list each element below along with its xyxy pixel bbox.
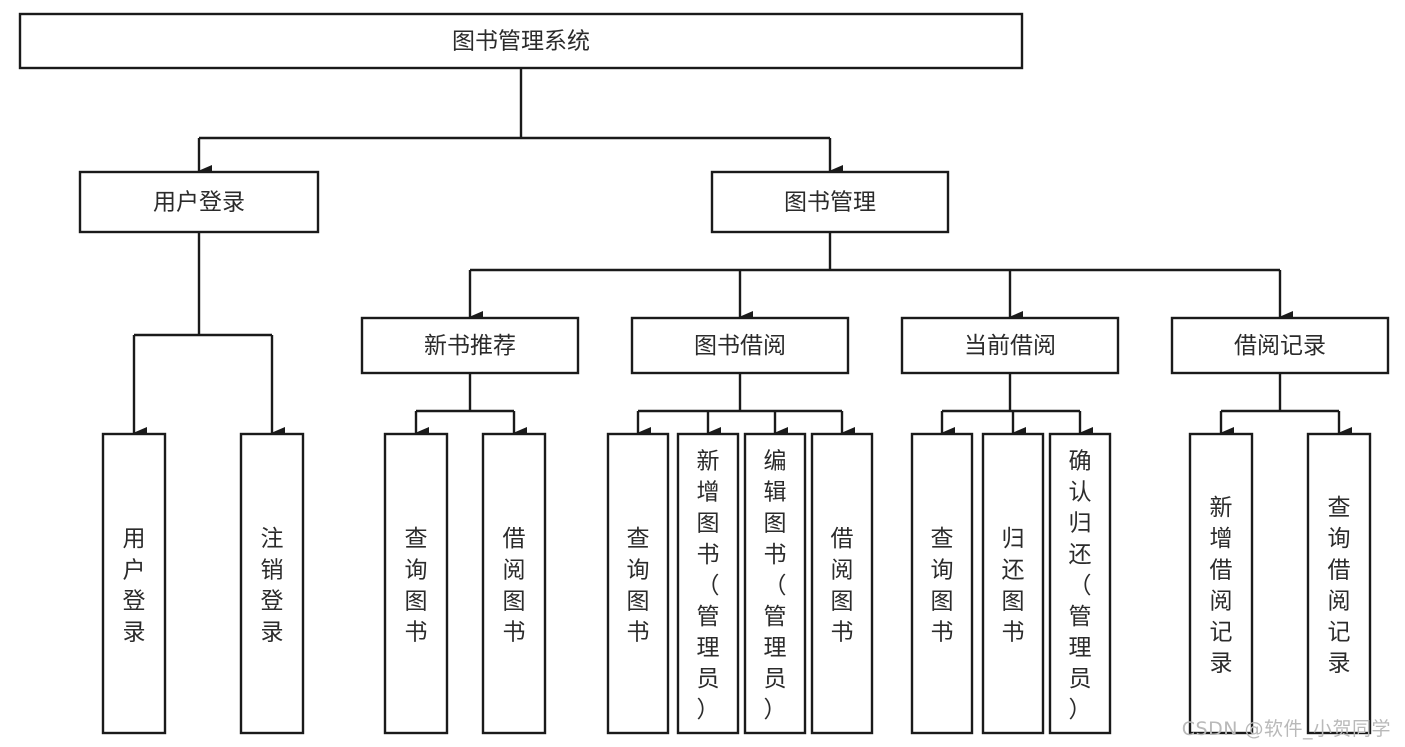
node-boxes: 图书管理系统用户登录图书管理新书推荐图书借阅当前借阅借阅记录用户登录注销登录查询… [18,12,1390,735]
node-box [18,12,1024,70]
node-box [383,432,449,735]
node-label: 查询借阅记录 [1328,495,1351,676]
node-box [981,432,1045,735]
node-leaf-7[interactable]: 借阅图书 [810,432,874,735]
node-label: 当前借阅 [964,333,1056,359]
node-leaf-4[interactable]: 查询图书 [606,432,670,735]
node-leaf-2[interactable]: 查询图书 [383,432,449,735]
node-label: 图书借阅 [694,333,786,359]
node-box [1188,432,1254,735]
node-level2-0[interactable]: 用户登录 [78,170,320,234]
node-box [710,170,950,234]
node-level3-2[interactable]: 当前借阅 [900,316,1120,375]
node-label: 用户登录 [123,526,146,645]
node-leaf-12[interactable]: 查询借阅记录 [1306,432,1372,735]
node-label: 借阅图书 [831,526,854,645]
node-level3-1[interactable]: 图书借阅 [630,316,850,375]
node-leaf-8[interactable]: 查询图书 [910,432,974,735]
node-label: 新书推荐 [424,333,516,359]
node-label: 借阅图书 [503,526,526,645]
node-leaf-11[interactable]: 新增借阅记录 [1188,432,1254,735]
node-label: 图书管理 [784,190,876,216]
node-root-system-title[interactable]: 图书管理系统 [18,12,1024,70]
node-label: 图书管理系统 [452,29,590,55]
node-box [78,170,320,234]
node-level3-0[interactable]: 新书推荐 [360,316,580,375]
node-box [900,316,1120,375]
node-leaf-3[interactable]: 借阅图书 [481,432,547,735]
node-box [360,316,580,375]
node-label: 查询图书 [627,526,650,645]
node-leaf-5[interactable]: 新增图书（管理员） [676,432,740,735]
node-leaf-1[interactable]: 注销登录 [239,432,305,735]
node-box [743,432,807,735]
node-box [1306,432,1372,735]
node-box [481,432,547,735]
node-box [910,432,974,735]
node-label: 查询图书 [931,526,954,645]
node-leaf-6[interactable]: 编辑图书（管理员） [743,432,807,735]
node-label: 归还图书 [1002,526,1025,645]
node-label: 用户登录 [153,190,245,216]
node-level2-1[interactable]: 图书管理 [710,170,950,234]
node-box [630,316,850,375]
node-box [810,432,874,735]
node-label: 新增借阅记录 [1210,495,1233,676]
node-leaf-0[interactable]: 用户登录 [101,432,167,735]
node-label: 注销登录 [261,526,284,645]
node-box [1170,316,1390,375]
node-label: 查询图书 [405,526,428,645]
connector-lines [132,68,1352,439]
node-label: 新增图书（管理员） [697,449,720,723]
node-box [101,432,167,735]
node-box [606,432,670,735]
node-leaf-10[interactable]: 确认归还（管理员） [1048,432,1112,735]
node-level3-3[interactable]: 借阅记录 [1170,316,1390,375]
node-leaf-9[interactable]: 归还图书 [981,432,1045,735]
node-label: 借阅记录 [1234,333,1326,359]
node-box [676,432,740,735]
node-label: 编辑图书（管理员） [764,449,787,723]
node-box [239,432,305,735]
node-box [1048,432,1112,735]
node-label: 确认归还（管理员） [1069,449,1092,723]
